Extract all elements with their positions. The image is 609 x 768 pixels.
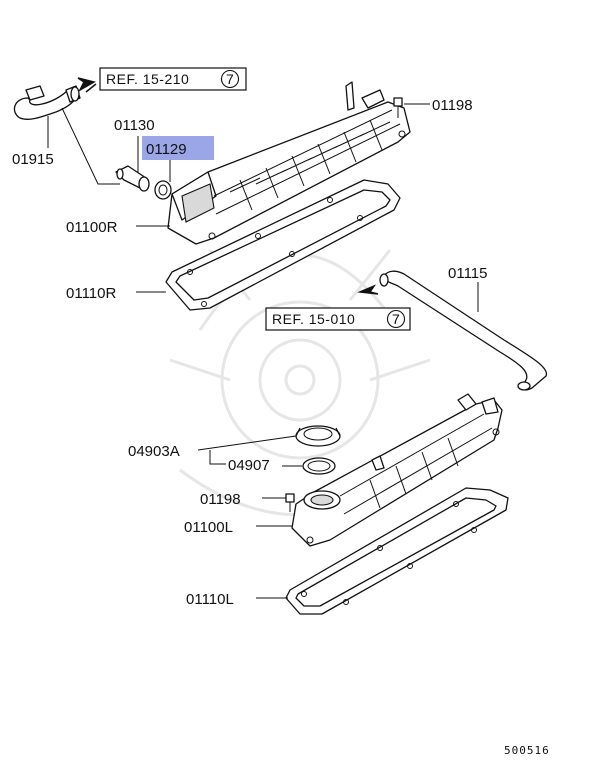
part-label-01198-top: 01198 <box>432 97 473 114</box>
part-label-01129[interactable]: 01129 <box>146 141 187 158</box>
arrow-icon <box>357 284 379 295</box>
bolt-01198-bottom[interactable] <box>285 493 295 512</box>
svg-text:7: 7 <box>392 311 400 327</box>
part-label-04907: 04907 <box>228 457 270 474</box>
oil-filler-cap-04903A[interactable] <box>295 425 341 447</box>
part-label-01100L: 01100L <box>184 519 233 536</box>
part-label-01110L: 01110L <box>186 591 234 608</box>
gasket-01110L[interactable] <box>285 487 509 615</box>
part-label-01129-highlight <box>142 136 214 160</box>
ref-callout-15-210[interactable]: REF. 15-210 7 <box>99 67 247 91</box>
breather-hose-01115[interactable] <box>379 270 548 391</box>
part-label-01100R: 01100R <box>66 219 118 236</box>
part-label-01915: 01915 <box>12 151 54 168</box>
gasket-01110R[interactable] <box>165 179 401 311</box>
valve-cover-01100L[interactable] <box>291 393 503 547</box>
hose-01915[interactable] <box>13 85 81 120</box>
part-label-01198-bottom: 01198 <box>200 491 241 508</box>
ref-callout-15-010[interactable]: REF. 15-010 7 <box>265 307 411 331</box>
arrow-icon <box>77 77 97 93</box>
part-label-01110R: 01110R <box>66 285 116 302</box>
cap-gasket-04907[interactable] <box>302 457 336 475</box>
part-label-04903A: 04903A <box>128 443 180 460</box>
svg-text:REF. 15-010: REF. 15-010 <box>272 311 355 327</box>
svg-text:REF. 15-210: REF. 15-210 <box>106 71 189 87</box>
diagram-code: 500516 <box>504 744 550 757</box>
bolt-01198-top[interactable] <box>393 97 403 118</box>
grommet-01129[interactable] <box>154 180 172 200</box>
svg-text:7: 7 <box>226 71 234 87</box>
part-label-01130: 01130 <box>114 117 155 134</box>
valve-cover-01100R[interactable] <box>167 81 411 245</box>
pcv-valve-01130[interactable] <box>115 165 150 192</box>
part-label-01115: 01115 <box>448 265 488 282</box>
